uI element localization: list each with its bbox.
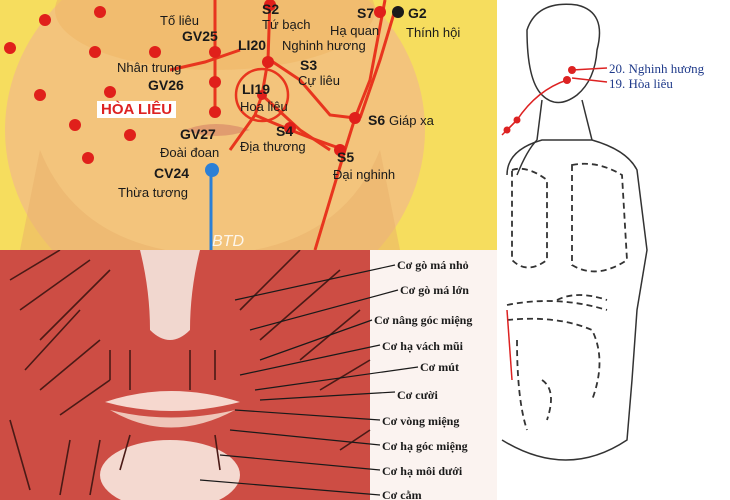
point-name: Tứ bạch xyxy=(262,17,311,32)
body-outline xyxy=(501,3,648,461)
muscle-label: Cơ mút xyxy=(420,360,459,374)
point-code: GV27 xyxy=(180,126,216,142)
acupoints xyxy=(4,0,386,164)
muscle-label: Cơ gò má lớn xyxy=(400,283,469,297)
muscle-label: Cơ cười xyxy=(397,388,438,402)
face-illustration xyxy=(4,0,425,250)
point-code: G2 xyxy=(408,5,427,21)
body-label: 20. Nghinh hương xyxy=(609,61,705,76)
muscle-label: Cơ hạ góc miệng xyxy=(382,439,468,453)
body-meridian-diagram: 20. Nghinh hương 19. Hòa liêu xyxy=(497,0,730,500)
point-name: Thừa tương xyxy=(118,185,189,200)
point-name: Cự liêu xyxy=(298,73,340,88)
point-code: S3 xyxy=(300,57,318,73)
point-name: Hạ quan xyxy=(330,23,380,38)
point-code: LI19 xyxy=(242,81,271,97)
point-name: Giáp xa xyxy=(389,113,434,128)
body-label: 19. Hòa liêu xyxy=(609,76,673,91)
point-name: Nhân trung xyxy=(117,60,182,75)
watermark: BTD xyxy=(212,233,244,250)
point-code: S4 xyxy=(276,123,294,139)
point-name: Đoài đoan xyxy=(160,145,220,160)
point-code: S2 xyxy=(262,1,280,17)
point-code: LI20 xyxy=(238,37,267,53)
point-code: GV25 xyxy=(182,28,218,44)
point-name: Hoa liêu xyxy=(240,99,288,114)
point-code: CV24 xyxy=(154,165,190,181)
muscle-label: Cơ nâng góc miệng xyxy=(374,313,473,327)
point-code: S5 xyxy=(337,149,355,165)
point-code: S6 xyxy=(368,112,386,128)
muscle-illustration xyxy=(0,250,419,500)
highlight-label: HÒA LIÊU xyxy=(97,101,177,118)
muscle-label: Cơ hạ vách mũi xyxy=(382,339,463,353)
point-code: S7 xyxy=(357,5,375,21)
point-name: Tố liêu xyxy=(160,13,200,28)
point-name: Địa thương xyxy=(240,139,306,154)
muscle-label: Cơ vòng miệng xyxy=(382,414,460,428)
point-name: Nghinh hương xyxy=(282,38,366,53)
facial-muscle-diagram: Cơ gò má nhỏ Cơ gò má lớn Cơ nâng góc mi… xyxy=(0,250,497,500)
point-name: Thính hội xyxy=(406,25,461,40)
point-code: GV26 xyxy=(148,77,184,93)
leader-lines xyxy=(199,264,419,496)
face-acupoint-diagram: S2 Tứ bạch S7 Hạ quan G2 Thính hội Tố li… xyxy=(0,0,497,250)
muscle-label: Cơ cằm xyxy=(382,488,422,500)
muscle-label: Cơ gò má nhỏ xyxy=(397,258,469,272)
point-name: Đại nghinh xyxy=(333,167,396,182)
muscle-label: Cơ hạ môi dưới xyxy=(382,464,463,478)
